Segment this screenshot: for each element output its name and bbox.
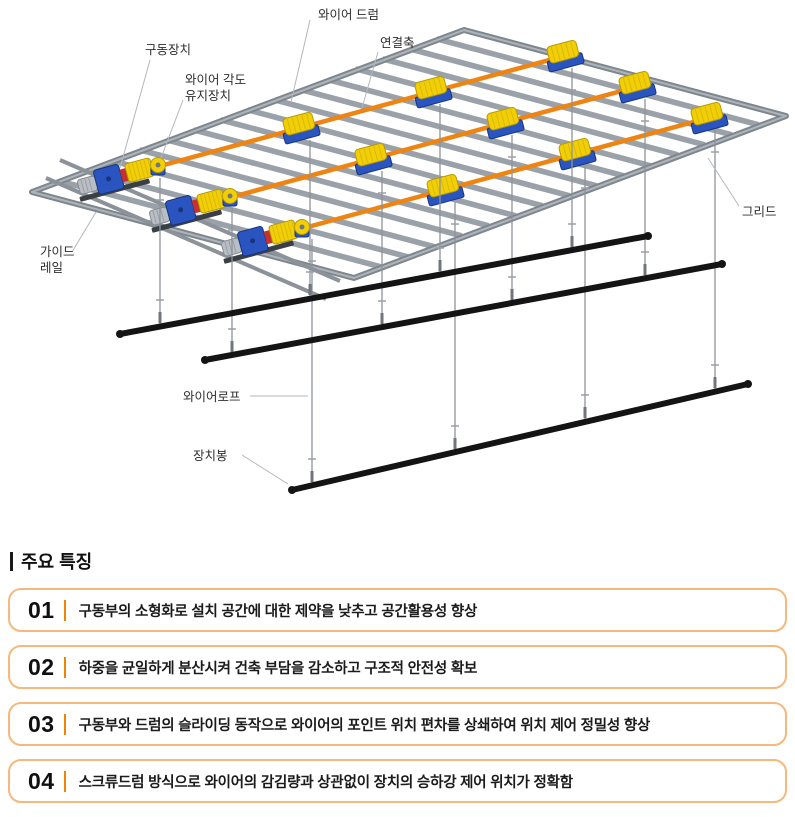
grid-beams	[57, 36, 761, 270]
battens	[116, 232, 752, 494]
feature-divider	[63, 713, 66, 735]
feature-item-1: 01 구동부의 소형화로 설치 공간에 대한 제약을 낮추고 공간활용성 향상	[8, 588, 787, 632]
features-section: 주요 특징 01 구동부의 소형화로 설치 공간에 대한 제약을 낮추고 공간활…	[0, 548, 795, 803]
feature-text: 구동부와 드럼의 슬라이딩 동작으로 와이어의 포인트 위치 편차를 상쇄하여 …	[78, 717, 651, 734]
feature-number: 01	[28, 596, 55, 623]
label-connecting-shaft: 연결축	[380, 36, 415, 50]
feature-number: 02	[28, 653, 55, 680]
feature-number: 03	[28, 710, 55, 737]
rope-clamps	[156, 89, 719, 460]
label-grid: 그리드	[742, 205, 777, 219]
label-batten: 장치봉	[193, 449, 228, 463]
leader-lines	[71, 19, 740, 485]
feature-divider	[63, 770, 66, 792]
label-wire-drum: 와이어 드럼	[318, 8, 379, 22]
label-drive-unit: 구동장치	[145, 43, 191, 57]
feature-divider	[63, 656, 66, 678]
feature-item-3: 03 구동부와 드럼의 슬라이딩 동작으로 와이어의 포인트 위치 편차를 상쇄…	[8, 702, 787, 746]
label-wire-rope: 와이어로프	[183, 390, 241, 404]
features-heading: 주요 특징	[10, 548, 787, 574]
feature-item-2: 02 하중을 균일하게 분산시켜 건축 부담을 감소하고 구조적 안전성 확보	[8, 645, 787, 689]
feature-text: 스크류드럼 방식으로 와이어의 감김량과 상관없이 장치의 승하강 제어 위치가…	[78, 774, 574, 791]
turnbuckles	[158, 236, 717, 482]
heading-bar	[10, 551, 13, 571]
feature-text: 구동부의 소형화로 설치 공간에 대한 제약을 낮추고 공간활용성 향상	[78, 603, 478, 620]
stage-rigging-diagram: 와이어 드럼 연결축 구동장치 와이어 각도 유지장치 가이드 레일 그리드 와…	[29, 8, 789, 494]
feature-text: 하중을 균일하게 분산시켜 건축 부담을 감소하고 구조적 안전성 확보	[78, 660, 478, 677]
wire-ropes	[159, 68, 716, 485]
connecting-shafts	[135, 53, 711, 237]
label-guide-rail-1: 가이드	[40, 245, 75, 259]
label-wire-angle-1: 와이어 각도	[185, 73, 246, 87]
features-heading-text: 주요 특징	[21, 552, 93, 572]
feature-divider	[63, 599, 66, 621]
feature-item-4: 04 스크류드럼 방식으로 와이어의 감김량과 상관없이 장치의 승하강 제어 …	[8, 759, 787, 803]
label-wire-angle-2: 유지장치	[185, 89, 231, 103]
label-guide-rail-2: 레일	[40, 261, 63, 275]
feature-number: 04	[28, 767, 55, 794]
